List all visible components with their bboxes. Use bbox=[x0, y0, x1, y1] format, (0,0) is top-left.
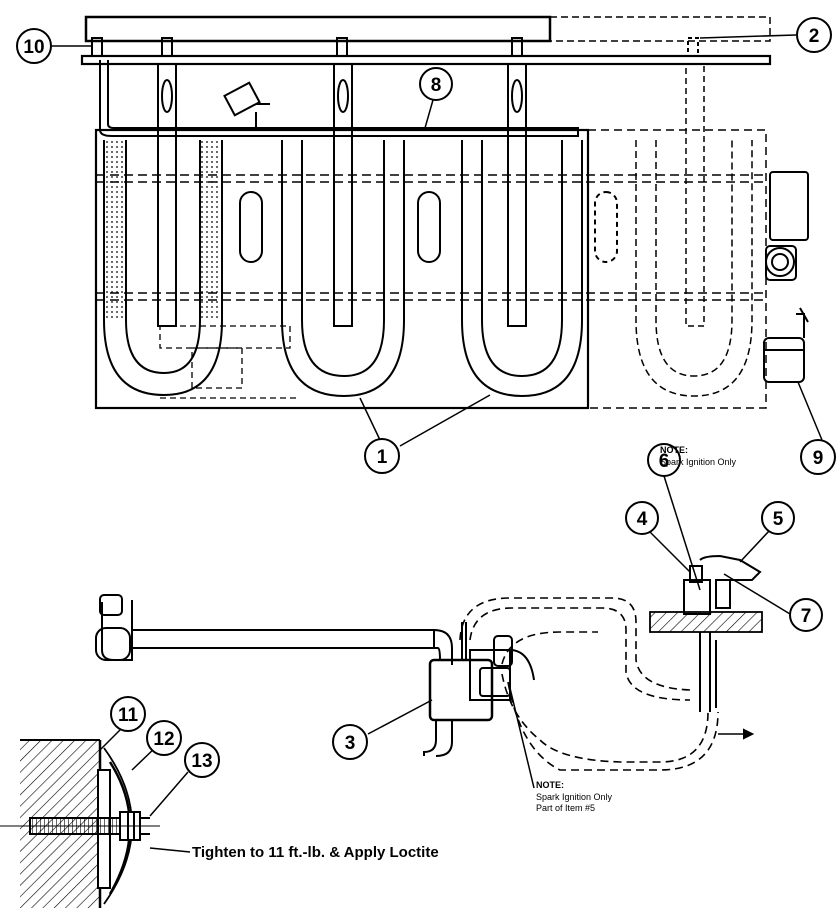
svg-text:3: 3 bbox=[345, 733, 356, 754]
callout-13: 13 bbox=[184, 742, 220, 778]
callout-2: 2 bbox=[796, 17, 832, 53]
tank-lid bbox=[84, 15, 552, 43]
svg-text:NOTE:: NOTE: bbox=[536, 780, 564, 790]
callout-9: 9 bbox=[800, 439, 836, 475]
callout-3: 3 bbox=[332, 724, 368, 760]
item-9-component bbox=[763, 307, 809, 383]
svg-text:Spark Ignition Only: Spark Ignition Only bbox=[660, 457, 737, 467]
callout-12: 12 bbox=[146, 720, 182, 756]
svg-text:13: 13 bbox=[191, 751, 212, 772]
callout-11: 11 bbox=[110, 696, 146, 732]
mount-plate bbox=[649, 611, 763, 633]
torque-instruction: Tighten to 11 ft.-lb. & Apply Loctite bbox=[192, 844, 439, 861]
svg-text:12: 12 bbox=[153, 729, 174, 750]
callout-10: 10 bbox=[16, 28, 52, 64]
callout-7: 7 bbox=[789, 598, 823, 632]
svg-text:Spark Ignition Only: Spark Ignition Only bbox=[536, 792, 613, 802]
svg-text:9: 9 bbox=[813, 448, 824, 469]
bolt-detail-section bbox=[0, 739, 160, 908]
svg-text:4: 4 bbox=[637, 509, 648, 530]
leader-lines bbox=[52, 34, 823, 853]
fryer-tank-assembly bbox=[80, 15, 809, 410]
top-rail bbox=[80, 54, 772, 66]
burner-rods bbox=[157, 63, 705, 327]
note-top: NOTE: Spark Ignition Only bbox=[660, 445, 737, 467]
svg-text:6: 6 bbox=[659, 451, 670, 472]
callout-4: 4 bbox=[625, 501, 659, 535]
tank-body bbox=[94, 128, 590, 410]
note-bottom: NOTE: Spark Ignition Only Part of Item #… bbox=[536, 780, 613, 813]
gas-manifold bbox=[99, 60, 579, 137]
svg-text:5: 5 bbox=[773, 509, 784, 530]
gas-valve-assembly bbox=[95, 554, 763, 771]
svg-text:2: 2 bbox=[809, 26, 820, 47]
svg-text:NOTE:: NOTE: bbox=[660, 445, 688, 455]
svg-text:Part of Item #5: Part of Item #5 bbox=[536, 803, 595, 813]
callouts: 10 2 8 1 9 6 4 5 bbox=[16, 17, 836, 778]
callout-6: 6 bbox=[647, 443, 681, 477]
svg-text:1: 1 bbox=[377, 447, 388, 468]
svg-text:11: 11 bbox=[118, 705, 139, 726]
callout-8: 8 bbox=[419, 67, 453, 101]
svg-text:8: 8 bbox=[431, 75, 442, 96]
svg-text:10: 10 bbox=[23, 37, 44, 58]
svg-text:7: 7 bbox=[801, 606, 812, 627]
callout-1: 1 bbox=[364, 438, 400, 474]
callout-5: 5 bbox=[761, 501, 795, 535]
pilot-bracket bbox=[223, 81, 270, 128]
mounting-posts bbox=[91, 37, 699, 57]
thermostat-housing bbox=[765, 171, 809, 281]
